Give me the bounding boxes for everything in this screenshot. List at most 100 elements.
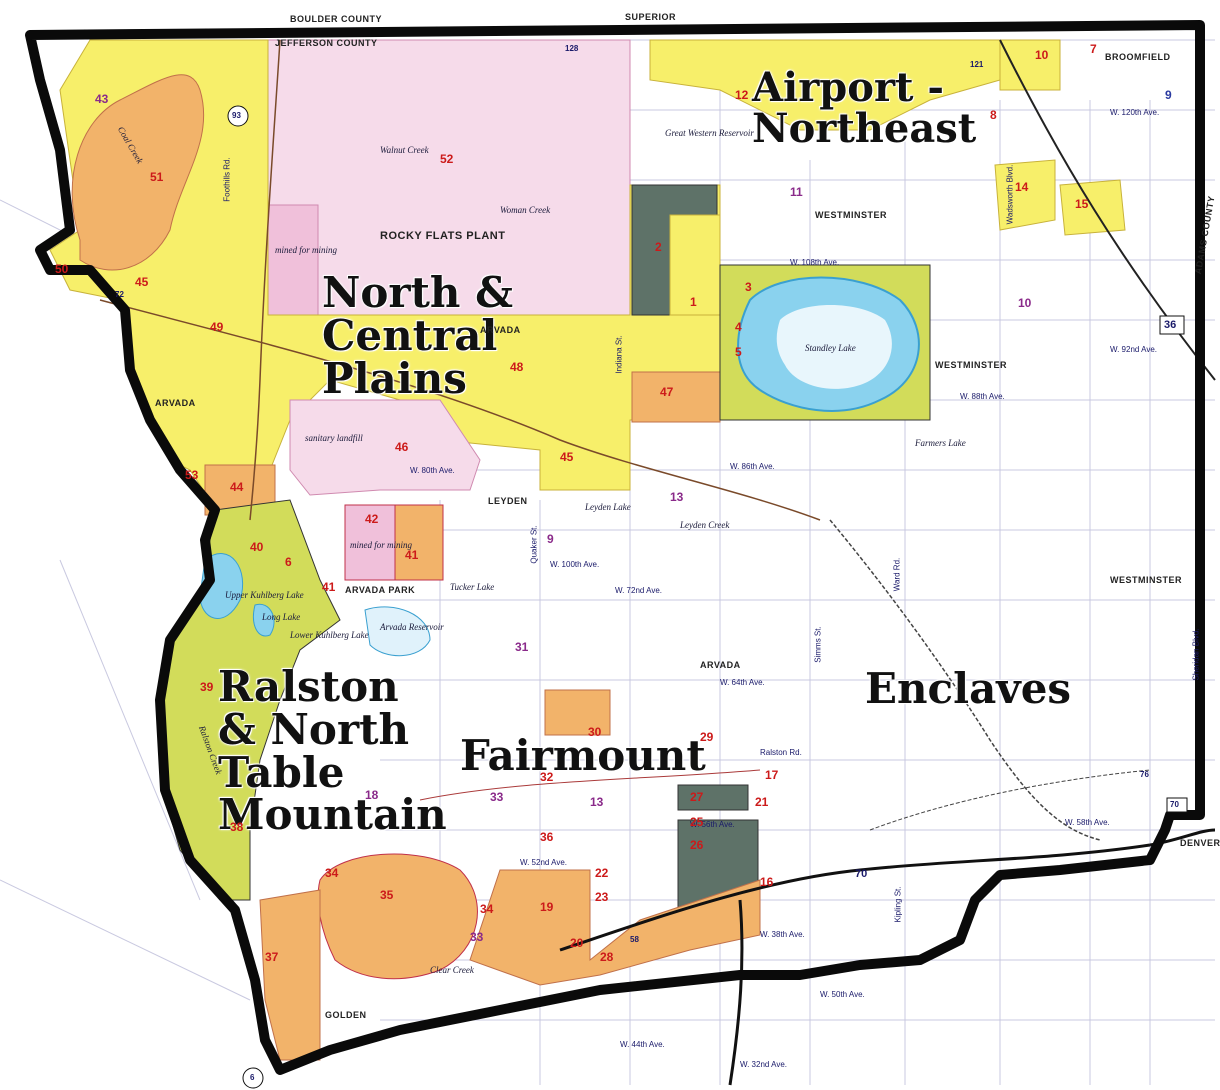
label-great-western: Great Western Reservoir	[665, 128, 754, 138]
region-enclaves: Enclaves	[865, 664, 1072, 713]
zone-number-n30: 30	[588, 725, 602, 739]
label-wadsworth: Wadsworth Blvd.	[1005, 164, 1015, 225]
label-arvada-3: ARVADA	[700, 660, 741, 670]
label-golden: GOLDEN	[325, 1010, 367, 1020]
zone-number-n46: 46	[395, 440, 409, 454]
label-mined-1: mined for mining	[275, 245, 337, 255]
label-clear-creek: Clear Creek	[430, 965, 474, 975]
zone-number-n40: 40	[250, 540, 264, 554]
zone-number-n7: 7	[1090, 42, 1097, 56]
label-w-64th: W. 64th Ave.	[720, 678, 765, 687]
label-leyden-lake: Leyden Lake	[585, 502, 631, 512]
label-w-44th: W. 44th Ave.	[620, 1040, 665, 1049]
label-w-100th: W. 100th Ave.	[550, 560, 600, 569]
label-lower-kuhlberg: Lower Kuhlberg Lake	[290, 630, 369, 640]
label-leyden: LEYDEN	[488, 496, 528, 506]
us36-shield	[1159, 315, 1185, 335]
label-w-32nd: W. 32nd Ave.	[740, 1060, 787, 1069]
zone-number-n32: 32	[540, 770, 554, 784]
zone-number-n27: 27	[690, 790, 704, 804]
zone-number-n9b: 9	[1165, 88, 1172, 102]
label-sanitary-landfill: sanitary landfill	[305, 433, 363, 443]
label-denver-county: DENVER COUNTY	[1180, 838, 1220, 848]
sanitary-landfill-zone	[289, 399, 481, 496]
label-leyden-creek: Leyden Creek	[680, 520, 730, 530]
long-lake	[253, 603, 275, 637]
label-simms: Simms St.	[813, 626, 823, 663]
i70-shield	[1166, 797, 1188, 813]
zone-10-yellow	[999, 39, 1061, 91]
zone-number-n18: 18	[365, 788, 379, 802]
zone-27-graygreen	[677, 784, 749, 811]
label-quaker: Quaker St.	[529, 525, 539, 564]
zone-number-n45b: 45	[560, 450, 574, 464]
zone-number-n51: 51	[150, 170, 164, 184]
label-westminster-2: WESTMINSTER	[935, 360, 1007, 370]
label-kipling: Kipling St.	[893, 886, 903, 923]
shield-sh58: 58	[630, 935, 639, 944]
zone-number-n48: 48	[510, 360, 524, 374]
label-w-56th: W. 56th Ave.	[690, 820, 735, 829]
zone-number-n14: 14	[1015, 180, 1029, 194]
label-arvada-2: ARVADA	[480, 325, 521, 335]
shield-sh6: 6	[250, 1073, 255, 1082]
zone-number-n47: 47	[660, 385, 674, 399]
zone-number-n25: 25	[690, 815, 704, 829]
zone-number-n22: 22	[595, 866, 609, 880]
zone-number-n38: 38	[230, 820, 244, 834]
label-walnut-creek: Walnut Creek	[380, 145, 429, 155]
zone-51-orange	[71, 74, 205, 271]
label-standley-lake: Standley Lake	[805, 343, 856, 353]
label-arvada-reservoir: Arvada Reservoir	[380, 622, 444, 632]
zone-number-n15: 15	[1075, 197, 1089, 211]
label-broomfield: BROOMFIELD	[1105, 52, 1171, 62]
mined-zone-hatch	[267, 204, 319, 316]
shield-i70-b: 70	[855, 868, 868, 880]
label-farmers-lake: Farmers Lake	[915, 438, 966, 448]
zone-number-n41a: 41	[405, 548, 419, 562]
label-arvada-1: ARVADA	[155, 398, 196, 408]
zone-number-n19: 19	[540, 900, 554, 914]
county-boundary	[25, 20, 1205, 1075]
zone-number-n17: 17	[765, 768, 779, 782]
label-tucker-lake: Tucker Lake	[450, 582, 495, 592]
label-superior: SUPERIOR	[625, 12, 677, 22]
zone-number-n37: 37	[265, 950, 279, 964]
zone-number-n33b: 33	[470, 930, 484, 944]
zone-number-n39: 39	[200, 680, 214, 694]
zone-number-n23: 23	[595, 890, 609, 904]
region-ralston-north-table-mountain: Ralston & North Table Mountain	[218, 662, 447, 840]
zone-number-n6: 6	[285, 555, 292, 569]
zone-number-n5: 5	[735, 345, 742, 359]
zone-number-n52: 52	[440, 152, 454, 166]
label-w-88th: W. 88th Ave.	[960, 392, 1005, 401]
zone-number-n36: 36	[540, 830, 554, 844]
zone-number-n16: 16	[760, 875, 774, 889]
zone-number-n35: 35	[380, 888, 394, 902]
zone-number-n20: 20	[570, 936, 584, 950]
label-w-72nd: W. 72nd Ave.	[615, 586, 662, 595]
shield-sh128: 128	[565, 44, 579, 53]
zone-number-n3: 3	[745, 280, 752, 294]
zone-number-n34a: 34	[325, 866, 339, 880]
region-fairmount: Fairmount	[460, 731, 706, 780]
zone-number-n41b: 41	[322, 580, 336, 594]
shield-i70-a: 70	[1170, 800, 1179, 809]
zone-number-n50: 50	[55, 262, 69, 276]
standley-lake-inner	[776, 305, 892, 389]
label-w-120th: W. 120th Ave.	[1110, 108, 1160, 117]
label-long-lake: Long Lake	[262, 612, 301, 622]
shield-us36: 36	[1164, 319, 1177, 331]
label-upper-kuhlberg: Upper Kuhlberg Lake	[225, 590, 304, 600]
zone-1-yellow	[669, 214, 721, 316]
zone-number-n28: 28	[600, 950, 614, 964]
label-boulder-county: BOULDER COUNTY	[290, 14, 382, 24]
zone-number-n4: 4	[735, 320, 742, 334]
zone-number-n42: 42	[365, 512, 379, 526]
label-arvada-park: ARVADA PARK	[345, 585, 416, 595]
zone-30-orange	[544, 689, 611, 736]
zone-number-n11: 11	[790, 185, 803, 199]
label-w-80th: W. 80th Ave.	[410, 466, 455, 475]
